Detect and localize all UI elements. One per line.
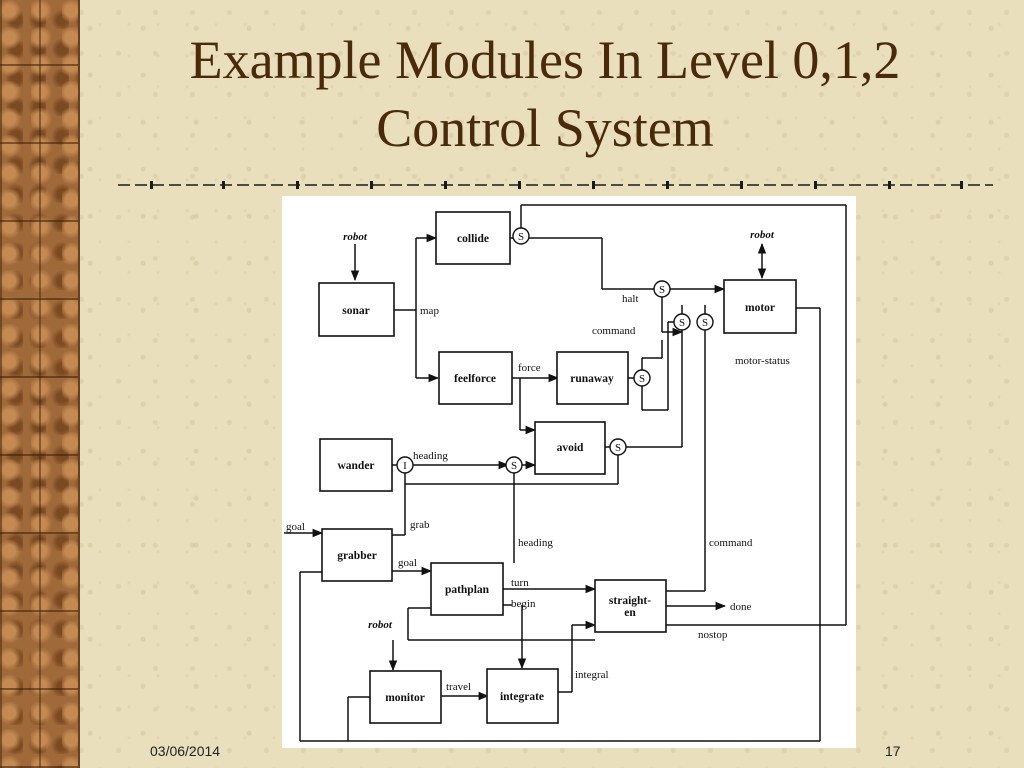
label-grab: grab — [410, 519, 430, 531]
label-nostop: nostop — [698, 629, 728, 641]
label-integral: integral — [575, 669, 609, 681]
module-pathplan — [430, 562, 504, 616]
module-grabber — [321, 528, 393, 582]
label-robot-monitor: robot — [368, 619, 393, 631]
module-label-sonar: sonar — [342, 305, 369, 317]
label-turn: turn — [511, 577, 529, 589]
module-motor — [723, 279, 797, 334]
label-robot-sonar: robot — [343, 231, 368, 243]
svg-text:S: S — [679, 317, 685, 329]
slide-title: Example Modules In Level 0,1,2 Control S… — [90, 26, 1000, 162]
label-heading-pathplan: heading — [518, 537, 553, 549]
label-goal-grabber: goal — [398, 557, 417, 569]
suppress-node-runaway: S — [633, 369, 651, 387]
suppress-node-heading: S — [505, 456, 523, 474]
suppress-node-command-1: S — [673, 313, 691, 331]
label-travel: travel — [446, 681, 471, 693]
title-divider — [118, 181, 993, 189]
module-label-avoid: avoid — [557, 442, 584, 454]
label-halt: halt — [622, 293, 639, 305]
module-label-pathplan: pathplan — [445, 584, 490, 596]
label-goal-input: goal — [286, 521, 305, 533]
label-robot-motor: robot — [750, 229, 775, 241]
svg-text:S: S — [518, 231, 524, 243]
module-label-wander: wander — [337, 460, 374, 472]
module-label-grabber: grabber — [337, 550, 377, 562]
label-command-straighten: command — [709, 537, 753, 549]
suppress-node-avoid: S — [609, 438, 627, 456]
module-label-monitor: monitor — [385, 692, 425, 704]
label-begin: begin — [511, 598, 536, 610]
module-avoid — [534, 421, 606, 475]
title-line-2: Control System — [376, 98, 714, 158]
module-label-straighten-2: en — [624, 607, 636, 619]
label-command-top: command — [592, 325, 636, 337]
module-label-feelforce: feelforce — [454, 373, 496, 385]
subsumption-diagram: S S S S S S I S — [282, 196, 856, 748]
slide-date: 03/06/2014 — [150, 743, 221, 759]
decorative-side-strip — [0, 0, 80, 768]
module-label-collide: collide — [457, 233, 489, 245]
label-done: done — [730, 601, 752, 613]
label-force: force — [518, 362, 541, 374]
diagram-wires — [284, 204, 847, 742]
label-map: map — [420, 305, 439, 317]
label-heading-wander: heading — [413, 450, 448, 462]
title-line-1: Example Modules In Level 0,1,2 — [189, 30, 901, 90]
module-runaway — [556, 351, 629, 405]
svg-text:S: S — [702, 317, 708, 329]
module-monitor — [369, 670, 442, 724]
svg-text:S: S — [639, 373, 645, 385]
module-feelforce — [438, 351, 513, 405]
svg-text:S: S — [659, 284, 665, 296]
svg-text:I: I — [403, 460, 407, 472]
module-wander — [319, 438, 393, 492]
module-label-straighten-1: straight- — [609, 595, 651, 607]
module-straighten — [594, 579, 667, 633]
svg-text:S: S — [615, 442, 621, 454]
suppress-node-collide: S — [512, 227, 530, 245]
module-label-motor: motor — [745, 302, 775, 314]
module-label-integrate: integrate — [500, 691, 544, 703]
module-collide — [435, 211, 511, 265]
suppress-node-command-2: S — [696, 313, 714, 331]
slide-page-number: 17 — [885, 743, 901, 759]
module-integrate — [486, 668, 559, 724]
svg-text:S: S — [511, 460, 517, 472]
module-label-runaway: runaway — [570, 373, 614, 385]
inhibit-node-wander: I — [396, 456, 414, 474]
module-sonar — [318, 282, 395, 337]
suppress-node-halt: S — [653, 280, 671, 298]
label-motor-status: motor-status — [735, 355, 790, 367]
